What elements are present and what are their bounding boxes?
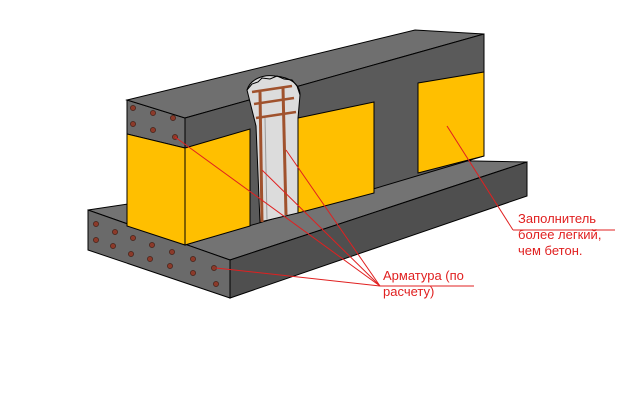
column-stirrup-3 xyxy=(255,110,297,120)
wall xyxy=(125,29,485,246)
column-rebar-1 xyxy=(258,91,264,223)
rebar-dot-icon xyxy=(167,263,173,269)
rebar-dot-icon xyxy=(170,115,176,121)
rebar-dot-icon xyxy=(190,256,196,262)
rebar-leader-slab-dot xyxy=(215,267,381,287)
column-stirrup-2 xyxy=(253,96,295,106)
rebar-leader-wall-dot xyxy=(174,136,381,287)
rebar-dot-icon xyxy=(93,221,99,227)
cutaway-rough-edge xyxy=(246,75,301,96)
rebar-dot-icon xyxy=(150,110,156,116)
column-stirrup-1 xyxy=(251,84,293,94)
filler-panel-3 xyxy=(417,71,485,174)
rebar-dot-icon xyxy=(112,229,118,235)
rebar-dot-icon xyxy=(130,235,136,241)
rebar-dot-icon xyxy=(211,265,217,271)
rebar-leader-column-1 xyxy=(261,169,381,287)
slab-rebar-dots xyxy=(93,221,219,287)
rebar-leader-column-2 xyxy=(285,149,381,287)
filler-panel-2 xyxy=(297,101,375,214)
wall-end-filler xyxy=(126,133,186,246)
rebar-dot-icon xyxy=(149,242,155,248)
wall-rebar-dots xyxy=(130,105,178,140)
filler-panel-1 xyxy=(184,128,251,246)
rebar-dot-icon xyxy=(93,237,99,243)
rebar-dot-icon xyxy=(130,105,136,111)
filler-leader xyxy=(446,125,514,231)
rebar-dot-icon xyxy=(130,121,136,127)
cutaway-inner-edge xyxy=(264,117,268,221)
rebar-annotation: Арматура (по расчету) xyxy=(383,268,464,299)
column-rebar-2 xyxy=(281,87,288,216)
rebar-dot-icon xyxy=(147,256,153,262)
rebar-dot-icon xyxy=(150,127,156,133)
rebar-dot-icon xyxy=(128,251,134,257)
rebar-dot-icon xyxy=(110,243,116,249)
rebar-dot-icon xyxy=(169,249,175,255)
rebar-dot-icon xyxy=(190,270,196,276)
filler-annotation: Заполнитель более легкий, чем бетон. xyxy=(518,211,602,258)
rebar-dot-icon xyxy=(213,281,219,287)
leader-lines xyxy=(174,125,615,287)
